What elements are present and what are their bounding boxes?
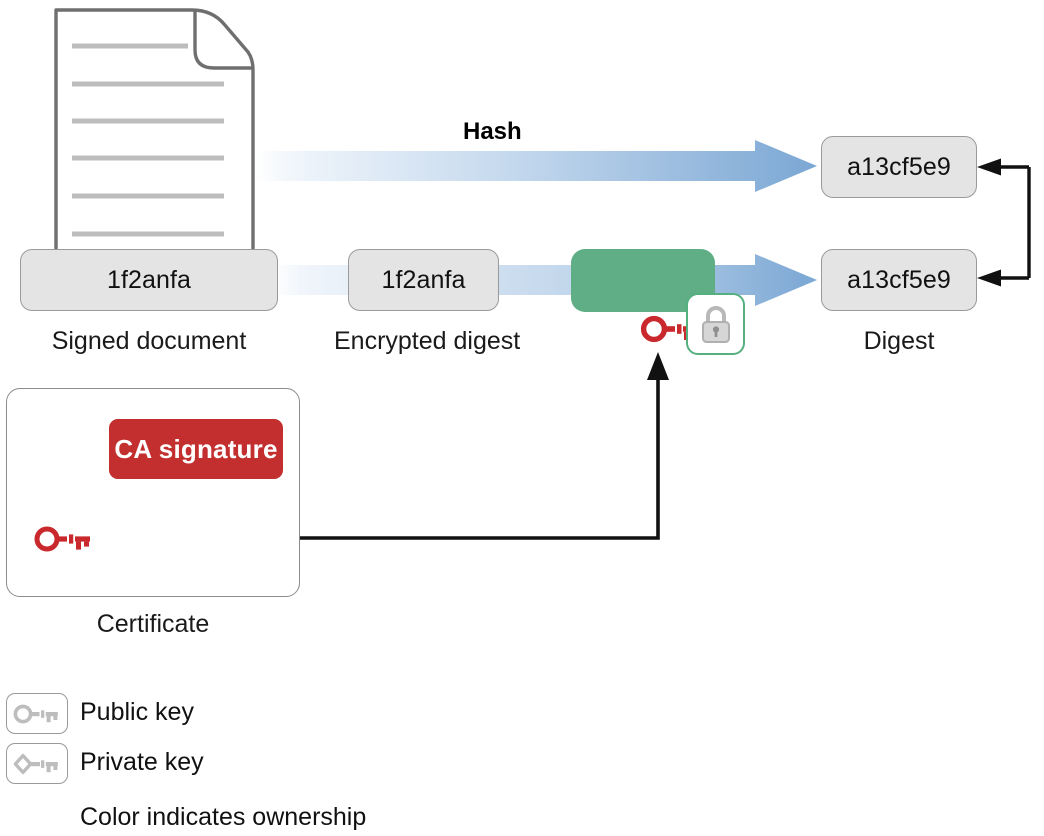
legend-chip-public-key — [6, 693, 68, 734]
legend-label-public-key: Public key — [80, 698, 194, 726]
certificate-public-key-icon — [33, 521, 95, 557]
ca-signature-badge[interactable]: CA signature — [109, 419, 283, 479]
legend-chip-private-key — [6, 743, 68, 784]
encrypted-digest-value: 1f2anfa — [381, 265, 466, 294]
signed-document-digest-value: 1f2anfa — [106, 265, 192, 294]
digest-box-bottom[interactable]: a13cf5e9 — [821, 249, 977, 311]
digest-caption: Digest — [863, 327, 935, 355]
legend-note: Color indicates ownership — [80, 803, 367, 831]
private-key-icon — [13, 753, 58, 774]
certificate-caption: Certificate — [96, 610, 210, 638]
document-icon — [52, 6, 257, 264]
lock-icon — [701, 306, 730, 343]
lock-badge — [686, 293, 745, 355]
digest-bottom-value: a13cf5e9 — [847, 265, 951, 294]
hash-label: Hash — [463, 118, 522, 145]
digest-box-top[interactable]: a13cf5e9 — [821, 136, 977, 198]
digest-comparison-connector — [975, 155, 1037, 290]
public-key-icon — [13, 704, 58, 723]
signed-document-caption: Signed document — [51, 327, 247, 355]
encrypted-digest-caption: Encrypted digest — [334, 327, 521, 355]
certificate-card[interactable]: CA signature — [6, 388, 300, 597]
hash-arrow — [255, 140, 817, 192]
digest-top-value: a13cf5e9 — [847, 152, 951, 181]
encrypted-digest-box[interactable]: 1f2anfa — [348, 249, 499, 311]
signed-document-digest-box[interactable]: 1f2anfa — [20, 249, 278, 311]
legend-label-private-key: Private key — [80, 748, 204, 776]
